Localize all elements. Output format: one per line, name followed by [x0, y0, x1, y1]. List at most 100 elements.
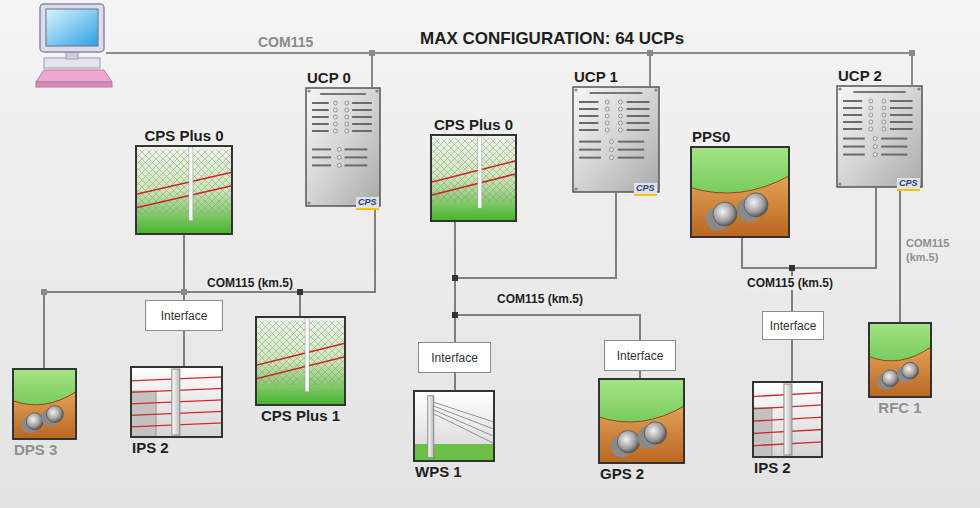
brand-logo: CPS [897, 178, 920, 191]
sensor-illustration [836, 85, 923, 188]
cable-label: COM115 (km.5) [745, 276, 835, 290]
fence-mesh [430, 138, 517, 201]
fence-post [189, 147, 193, 221]
diagram-title: MAX CONFIGURATION: 64 UCPs [418, 29, 686, 48]
panel-heading-mark [853, 91, 905, 93]
cable-label: COM115 [256, 34, 315, 50]
picture-area [598, 378, 685, 464]
panel-indicators [574, 88, 657, 190]
bus-cable [792, 188, 876, 311]
com115-bus [106, 53, 912, 87]
picture-area [255, 316, 346, 406]
picture-frame [136, 146, 232, 234]
pipe [744, 193, 768, 217]
picture-area [12, 368, 77, 440]
bus-cable [454, 373, 456, 390]
node-label: Interface [161, 309, 208, 323]
grass [598, 378, 685, 464]
node-label: RFC 1 [868, 398, 932, 417]
bus-cable [300, 207, 375, 316]
fence-sensor-node: CPS Plus 0 [135, 126, 233, 235]
picture-area [413, 390, 495, 462]
picture-area [752, 381, 823, 458]
sensor-column [784, 384, 792, 455]
grass [690, 146, 790, 238]
barrier-sensor-node: IPS 2 [752, 381, 823, 477]
grass [868, 322, 932, 398]
node-label: PPS0 [690, 127, 790, 146]
panel-plate [306, 88, 380, 206]
grass [413, 444, 495, 462]
picture-frame [256, 317, 345, 405]
bus-junction [297, 265, 795, 318]
sensor-illustration [12, 368, 77, 440]
node-label: CPS Plus 1 [255, 406, 346, 425]
pipe [644, 422, 666, 444]
node-label: DPS 3 [12, 440, 77, 459]
earth [12, 391, 77, 440]
pipeline-sensor-node: RFC 1 [868, 322, 932, 417]
bus-cable [639, 371, 641, 378]
node-label: UCP 0 [305, 68, 381, 87]
ground [430, 134, 517, 222]
sensor-illustration [598, 378, 685, 464]
fence-sensor-node: CPS Plus 1 [255, 316, 346, 425]
picture-frame [869, 323, 931, 397]
node-label: GPS 2 [598, 464, 685, 483]
node-label: WPS 1 [413, 462, 495, 481]
bus-cable [183, 331, 185, 366]
brand-logo: CPS [634, 183, 657, 196]
sensor-cable [430, 160, 517, 195]
picture-area [836, 85, 923, 188]
picture-frame [131, 367, 222, 437]
computer-icon [36, 4, 112, 87]
interface-box: Interface [604, 340, 676, 371]
wire-pole [428, 396, 434, 458]
panel-plate [573, 87, 659, 192]
picture-frame [13, 369, 76, 439]
sensor-illustration [430, 134, 517, 222]
bus-junction [41, 50, 915, 295]
earth [868, 346, 932, 398]
sensor-illustration [135, 145, 233, 235]
pipeline-sensor-node: DPS 3 [12, 368, 77, 459]
sky [130, 366, 223, 438]
node-label: Interface [617, 349, 664, 363]
pipe [46, 406, 63, 423]
fence-sensor-node: CPS Plus 0 [430, 115, 517, 222]
sensor-illustration [413, 390, 495, 462]
edge-label: COM115 (km.5) [904, 236, 960, 264]
sensor-illustration [305, 87, 381, 207]
node-label: UCP 2 [836, 66, 923, 85]
pipe [26, 413, 43, 430]
picture-frame [691, 147, 789, 237]
earth [690, 175, 790, 238]
pipe [713, 202, 737, 226]
pipe [882, 370, 899, 387]
node-label: CPS Plus 0 [135, 126, 233, 145]
label-anchor: COM115 (km.5) [495, 289, 585, 307]
picture-frame [599, 379, 684, 463]
earth [598, 406, 685, 464]
panel-heading-mark [320, 93, 366, 95]
picture-area [305, 87, 381, 207]
panel-indicators [838, 87, 920, 185]
pipeline-sensor-node: PPS0 [690, 127, 790, 238]
wall-sensor-node: WPS 1 [413, 390, 495, 481]
picture-frame [414, 391, 494, 461]
node-label: IPS 2 [752, 458, 823, 477]
control-unit-panel: UCP 0 [305, 68, 381, 207]
sensor-illustration [868, 322, 932, 398]
sensor-cable [255, 343, 346, 379]
panel-plate [837, 86, 922, 187]
fence-mesh [135, 150, 233, 215]
sky [413, 390, 495, 462]
node-label: CPS Plus 0 [430, 115, 517, 134]
interface-box: Interface [418, 342, 491, 373]
sky [752, 381, 823, 458]
interface-box: Interface [145, 300, 223, 331]
node-label: Interface [770, 319, 817, 333]
fence-post [478, 136, 482, 208]
picture-frame [431, 135, 516, 221]
label-anchor: COM115 (km.5) [745, 273, 835, 291]
